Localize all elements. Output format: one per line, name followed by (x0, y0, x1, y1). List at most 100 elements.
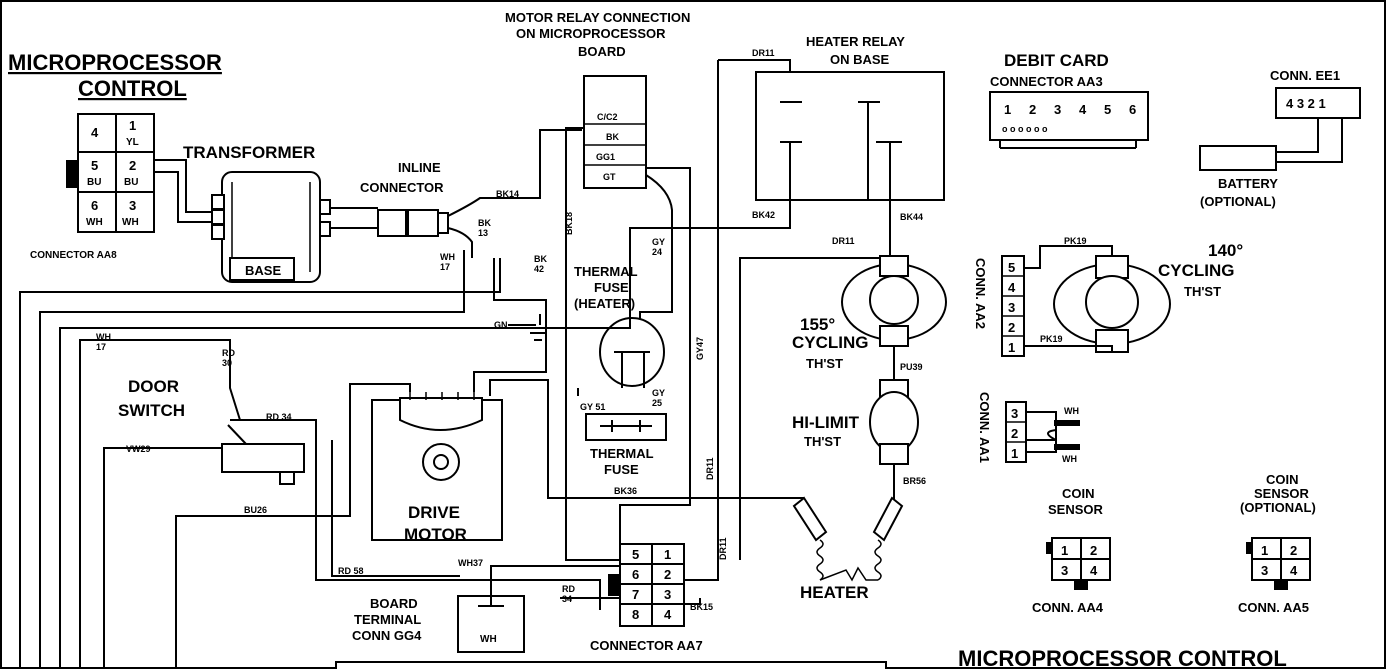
svg-text:2: 2 (1290, 543, 1297, 558)
wire-wh-b: WH (1062, 454, 1077, 464)
motor-relay-label-1: MOTOR RELAY CONNECTION (505, 10, 690, 25)
drive-motor-label-1: DRIVE (408, 503, 460, 522)
svg-text:4: 4 (91, 125, 99, 140)
conn-aa1-label: CONN. AA1 (977, 392, 992, 463)
thermostat-155-label-3: TH'ST (806, 356, 843, 371)
svg-text:o o o o o o: o o o o o o (1002, 124, 1048, 134)
bottom-box (335, 661, 887, 669)
connector-aa8-label: CONNECTOR AA8 (30, 250, 117, 261)
heater-label: HEATER (800, 583, 869, 602)
svg-text:3: 3 (1011, 406, 1018, 421)
conn-aa1: 3 2 1 (1005, 401, 1027, 463)
title-microprocessor: MICROPROCESSOR (8, 50, 222, 75)
thermostat-155-label-2: CYCLING (792, 333, 869, 352)
title-control: CONTROL (78, 76, 187, 101)
wire-bk42: BK42 (752, 210, 775, 220)
wire-bk44: BK44 (900, 212, 923, 222)
svg-text:4: 4 (664, 607, 672, 622)
svg-text:3: 3 (1061, 563, 1068, 578)
wire-gn: GN (494, 320, 508, 330)
svg-text:8: 8 (632, 607, 639, 622)
coin-sensor-opt-label-3: (OPTIONAL) (1240, 500, 1316, 515)
wire-rd58: RD 58 (338, 566, 364, 576)
wire-rd34: RD 34 (266, 412, 292, 422)
svg-text:3: 3 (664, 587, 671, 602)
svg-text:4: 4 (1008, 280, 1016, 295)
title-bottom-right: MICROPROCESSOR CONTROL (958, 646, 1287, 669)
conn-aa2-label: CONN. AA2 (973, 258, 988, 329)
svg-text:4: 4 (1090, 563, 1098, 578)
wire-dr11d: DR11 (718, 537, 728, 560)
heater-relay (755, 71, 945, 201)
door-switch-label-1: DOOR (128, 377, 179, 396)
svg-text:3: 3 (129, 198, 136, 213)
svg-text:3: 3 (1261, 563, 1268, 578)
coin-sensor-label-1: COIN (1062, 486, 1095, 501)
thermostat-140-label-3: TH'ST (1184, 284, 1221, 299)
svg-text:1: 1 (1261, 543, 1268, 558)
inline-connector-label-2: CONNECTOR (360, 180, 444, 195)
wire-wh37: WH37 (458, 558, 483, 568)
debit-card-label-2: CONNECTOR AA3 (990, 74, 1103, 89)
thermostat-140-label-2: CYCLING (1158, 261, 1235, 280)
hi-limit-label-2: TH'ST (804, 434, 841, 449)
motor-relay-pin-1: C/C2 (597, 112, 618, 122)
svg-text:7: 7 (632, 587, 639, 602)
motor-relay-label-2: ON MICROPROCESSOR (516, 26, 666, 41)
hi-limit-label-1: HI-LIMIT (792, 413, 860, 432)
svg-text:1: 1 (664, 547, 671, 562)
coin-sensor-opt-connector: 1 2 3 4 (1246, 537, 1311, 590)
coin-sensor-opt-label-2: SENSOR (1254, 486, 1310, 501)
inline-connector (377, 209, 449, 237)
connector-aa7-label: CONNECTOR AA7 (590, 638, 703, 653)
transformer (211, 171, 331, 283)
svg-text:5: 5 (91, 158, 98, 173)
svg-text:4: 4 (1079, 102, 1087, 117)
thermal-fuse-label-1: THERMAL (590, 446, 654, 461)
conn-aa2: 54 32 1 (1001, 255, 1025, 357)
heater-element (792, 496, 904, 582)
svg-text:6: 6 (91, 198, 98, 213)
svg-text:YL: YL (126, 137, 139, 148)
wire-pk19a: PK19 (1064, 236, 1087, 246)
wire-dr11b: DR11 (832, 236, 855, 246)
battery (1199, 145, 1277, 171)
wire-bk14: BK14 (496, 189, 519, 199)
wire-dr11a: DR11 (752, 48, 775, 58)
coin-sensor-label-2: SENSOR (1048, 502, 1104, 517)
drive-motor-label-2: MOTOR (404, 525, 467, 544)
svg-text:1: 1 (1061, 543, 1068, 558)
svg-text:2: 2 (664, 567, 671, 582)
thermal-fuse-heater-label-1: THERMAL (574, 264, 638, 279)
drive-motor (371, 392, 503, 541)
svg-text:WH: WH (86, 217, 103, 228)
thermal-fuse-heater-label-3: (HEATER) (574, 296, 635, 311)
svg-text:BU: BU (124, 177, 138, 188)
battery-label-1: BATTERY (1218, 176, 1278, 191)
wire-bk18: BK18 (564, 212, 574, 235)
wire-bk15: BK15 (690, 602, 713, 612)
svg-text:1: 1 (1004, 102, 1011, 117)
door-switch-label-2: SWITCH (118, 401, 185, 420)
svg-text:3: 3 (1008, 300, 1015, 315)
transformer-label: TRANSFORMER (183, 143, 315, 162)
svg-text:4: 4 (1290, 563, 1298, 578)
battery-label-2: (OPTIONAL) (1200, 194, 1276, 209)
thermostat-155-label-1: 155° (800, 315, 835, 334)
motor-relay-label-3: BOARD (578, 44, 626, 59)
svg-text:2: 2 (1011, 426, 1018, 441)
svg-text:1: 1 (129, 118, 136, 133)
svg-text:2: 2 (1090, 543, 1097, 558)
heater-relay-label-2: ON BASE (830, 52, 890, 67)
svg-text:5: 5 (1104, 102, 1111, 117)
board-terminal (457, 566, 525, 653)
wire-pu39: PU39 (900, 362, 923, 372)
